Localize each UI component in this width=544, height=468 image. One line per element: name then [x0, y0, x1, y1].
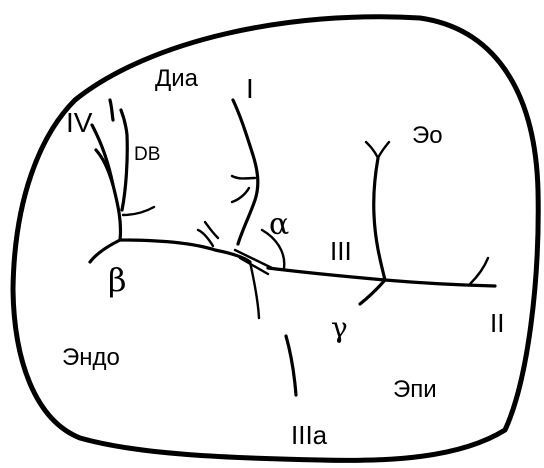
iii-branch	[374, 158, 385, 280]
region-label-dia: Диа	[155, 65, 199, 92]
branch-label-ii: II	[490, 308, 504, 338]
branch-label-iv: IV	[66, 107, 93, 138]
i-sub-twig-a	[232, 176, 255, 179]
gamma-branch	[360, 280, 385, 304]
i-sub-twig-b	[232, 188, 249, 202]
iiia-branch	[286, 336, 296, 395]
db-twig	[110, 100, 113, 120]
i-branch	[233, 100, 258, 244]
region-label-db: DB	[134, 144, 160, 165]
branch-label-iii: III	[330, 236, 352, 266]
ii-fork	[470, 258, 488, 284]
i-left-twig-2	[198, 230, 213, 246]
beta-side-twig	[123, 207, 154, 215]
region-label-eo: Эо	[412, 122, 443, 149]
alpha-stem	[250, 262, 259, 318]
region-label-endo: Эндо	[62, 344, 120, 371]
i-left-twig	[205, 222, 218, 238]
iii-fork-left	[366, 142, 378, 158]
main-trunk-left	[120, 240, 250, 262]
angle-label-beta: β	[108, 261, 127, 299]
beta-branch-down	[90, 240, 120, 262]
angle-label-gamma: γ	[331, 311, 348, 344]
branch-label-iiia: IIIa	[291, 420, 328, 450]
db-branch	[121, 110, 127, 210]
iv-branch	[92, 125, 121, 240]
angle-label-alpha: α	[269, 207, 289, 242]
branch-label-i: I	[246, 73, 254, 104]
region-label-epi: Эпи	[393, 376, 437, 403]
iii-fork-right	[378, 142, 389, 158]
